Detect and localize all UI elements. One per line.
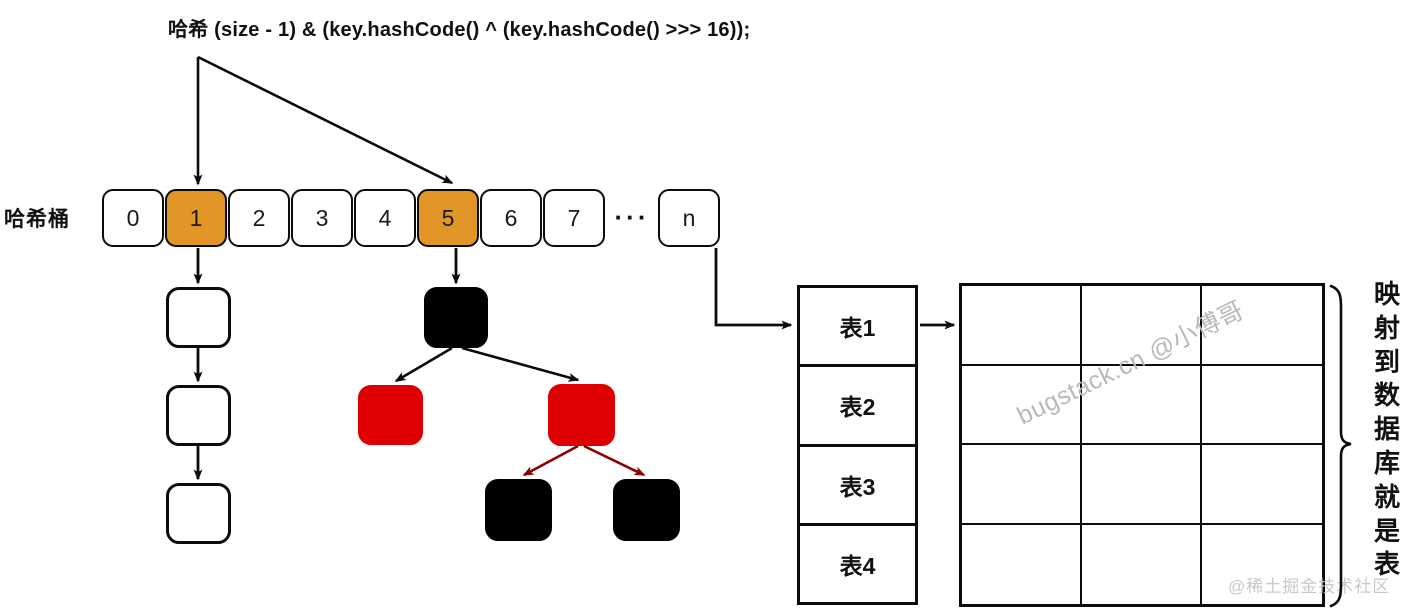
table-list: 表1 表2 表3 表4 [797, 285, 918, 605]
tree-node-right-right-black[interactable] [613, 479, 680, 541]
tree-node-right-left-black[interactable] [485, 479, 552, 541]
caption-char-8: 是 [1373, 515, 1400, 546]
bucket-cell-4[interactable]: 4 [354, 189, 416, 247]
bucket-cell-n[interactable]: n [658, 189, 720, 247]
caption-char-2: 射 [1373, 312, 1400, 343]
linked-list-node-1[interactable] [166, 287, 231, 348]
grid-cell-r1c1[interactable] [962, 286, 1082, 366]
bucket-cell-2[interactable]: 2 [228, 189, 290, 247]
table-list-row-4[interactable]: 表4 [839, 552, 876, 579]
grid-cell-r1c3[interactable] [1202, 286, 1322, 366]
table-list-row-1[interactable]: 表1 [800, 288, 915, 368]
grid-cell-r4c1[interactable] [962, 524, 1082, 604]
bucket-ellipsis: ··· [614, 202, 650, 233]
tree-node-left-red[interactable] [358, 385, 423, 445]
grid-cell-r3c1[interactable] [962, 445, 1082, 525]
hash-bucket-row: 0 1 2 3 4 5 6 7 ··· n [102, 189, 721, 247]
grid-cell-r2c2[interactable] [1082, 365, 1202, 445]
tree-node-root-black[interactable] [424, 287, 488, 348]
caption-char-9: 表 [1373, 549, 1400, 580]
table-list-row-3[interactable]: 表3 [800, 447, 915, 526]
bucket-cell-3[interactable]: 3 [291, 189, 353, 247]
arrow-rightred-to-right-black [583, 444, 646, 477]
right-curly-brace [1329, 284, 1352, 608]
linked-list-node-2[interactable] [166, 385, 231, 446]
grid-cell-r3c3[interactable] [1202, 445, 1322, 525]
grid-cell-r1c2[interactable] [1082, 286, 1202, 366]
caption-char-1: 映 [1373, 279, 1400, 309]
grid-cell-r2c3[interactable] [1202, 366, 1322, 445]
grid-cell-r3c2[interactable] [1082, 445, 1202, 525]
grid-cell-r4c2[interactable] [1082, 524, 1202, 604]
bucket-cell-6[interactable]: 6 [480, 189, 542, 247]
arrow-bucketn-to-table-list [714, 248, 793, 330]
linked-list-node-3[interactable] [166, 483, 231, 544]
caption-char-3: 到 [1373, 346, 1400, 377]
mapping-caption: 映 射 到 数 据 库 就 是 表 [1366, 278, 1408, 582]
bucket-cell-5[interactable]: 5 [417, 189, 479, 247]
caption-char-6: 库 [1373, 447, 1400, 478]
arrow-root-to-left-red [394, 346, 453, 383]
table-list-row-2[interactable]: 表2 [800, 367, 915, 447]
bucket-cell-7[interactable]: 7 [543, 189, 605, 247]
hash-formula-title: 哈希 (size - 1) & (key.hashCode() ^ (key.h… [168, 19, 751, 41]
caption-char-4: 数 [1373, 380, 1400, 411]
caption-char-7: 就 [1373, 481, 1400, 512]
database-grid [959, 283, 1325, 607]
arrow-formula-to-bucket5 [197, 55, 454, 185]
hash-bucket-label: 哈希桶 [4, 208, 70, 231]
bucket-cell-1[interactable]: 1 [165, 189, 227, 247]
caption-char-5: 据 [1373, 414, 1400, 445]
bucket-cell-0[interactable]: 0 [102, 189, 164, 247]
arrow-root-to-right-red [461, 346, 580, 382]
arrow-rightred-to-left-black [522, 444, 579, 477]
tree-node-right-red[interactable] [548, 384, 615, 446]
grid-cell-r2c1[interactable] [962, 365, 1082, 445]
